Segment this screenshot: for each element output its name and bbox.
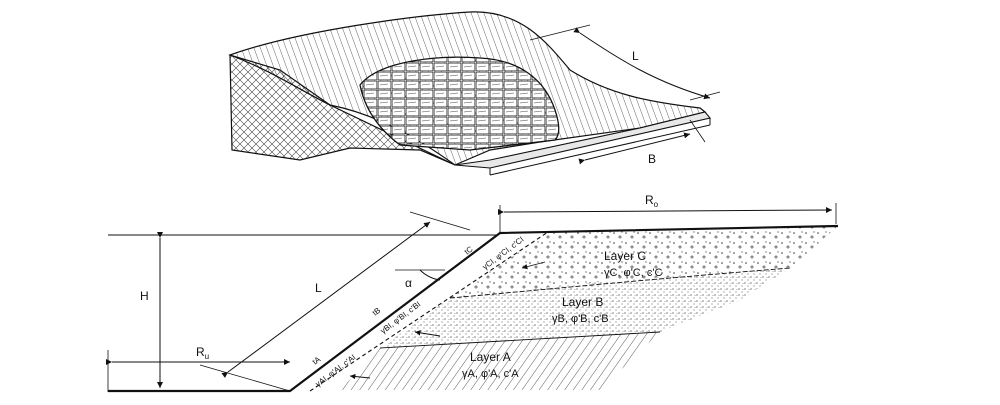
label-Ru: Ru: [196, 345, 209, 361]
label-H: H: [140, 289, 149, 303]
label-Ro: Ro: [645, 193, 659, 209]
thickness-a: tA: [311, 354, 323, 366]
dimension-L: [221, 221, 431, 378]
label-B: B: [648, 152, 656, 166]
layer-b-props: γB, φ'B, c'B: [552, 313, 609, 325]
layer-a-name: Layer A: [470, 350, 511, 364]
label-L-top: L: [632, 49, 639, 63]
layer-c-props: γC, φ'C, c'C: [604, 267, 662, 279]
layer-b-name: Layer B: [562, 295, 603, 309]
label-L: L: [315, 281, 322, 295]
layer-b-region: [380, 268, 790, 348]
dimension-L-top: [573, 27, 711, 100]
dimension-Ro: [497, 207, 833, 216]
slope-perspective-illustration: L B: [228, 11, 721, 176]
label-alpha: α: [405, 276, 412, 290]
layer-c-name: Layer C: [604, 249, 646, 263]
thickness-c: tC: [463, 244, 475, 256]
thickness-b: tB: [371, 306, 382, 318]
dimension-B: [578, 132, 691, 165]
boundary-c-b: [449, 267, 791, 299]
layer-a-props: γA, φ'A, c'A: [462, 368, 519, 380]
slide-mass: [359, 56, 560, 151]
slope-cross-section: H Ru Ro L α Layer C γC, φ'C, c'C Layer B…: [106, 193, 839, 393]
layer-c-region: [450, 226, 838, 298]
